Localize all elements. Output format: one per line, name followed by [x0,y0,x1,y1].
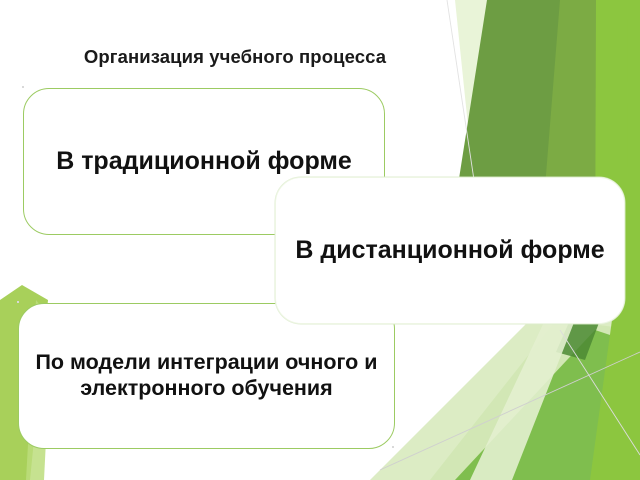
hairline-diagonal-right [559,329,640,456]
callout-text-integration-model: По модели интеграции очного и электронно… [35,350,378,400]
green-triangle-dark [455,330,640,480]
bottom-right-green-shapes [370,320,640,480]
callout-text-traditional-form: В традиционной форме [56,146,352,175]
speck-mark-4 [392,446,394,448]
hairline-diagonal-lower [379,351,640,471]
page-title: Организация учебного процесса [83,46,387,67]
green-sliver-light [470,320,575,480]
green-column-mid [505,320,640,480]
speck-mark-3 [17,301,19,303]
green-triangle-palemid [430,320,640,480]
green-triangle-bright-edge [590,320,640,480]
green-triangle-pale [370,320,640,480]
green-triangle-deep [556,320,600,360]
callout-box-distance-form[interactable]: В дистанционной форме [275,177,625,324]
callout-box-integration-model[interactable]: По модели интеграции очного и электронно… [18,303,395,449]
green-band-bright-outer [626,0,640,340]
callout-text-distance-form: В дистанционной форме [295,235,605,264]
speck-mark-1 [22,86,24,88]
